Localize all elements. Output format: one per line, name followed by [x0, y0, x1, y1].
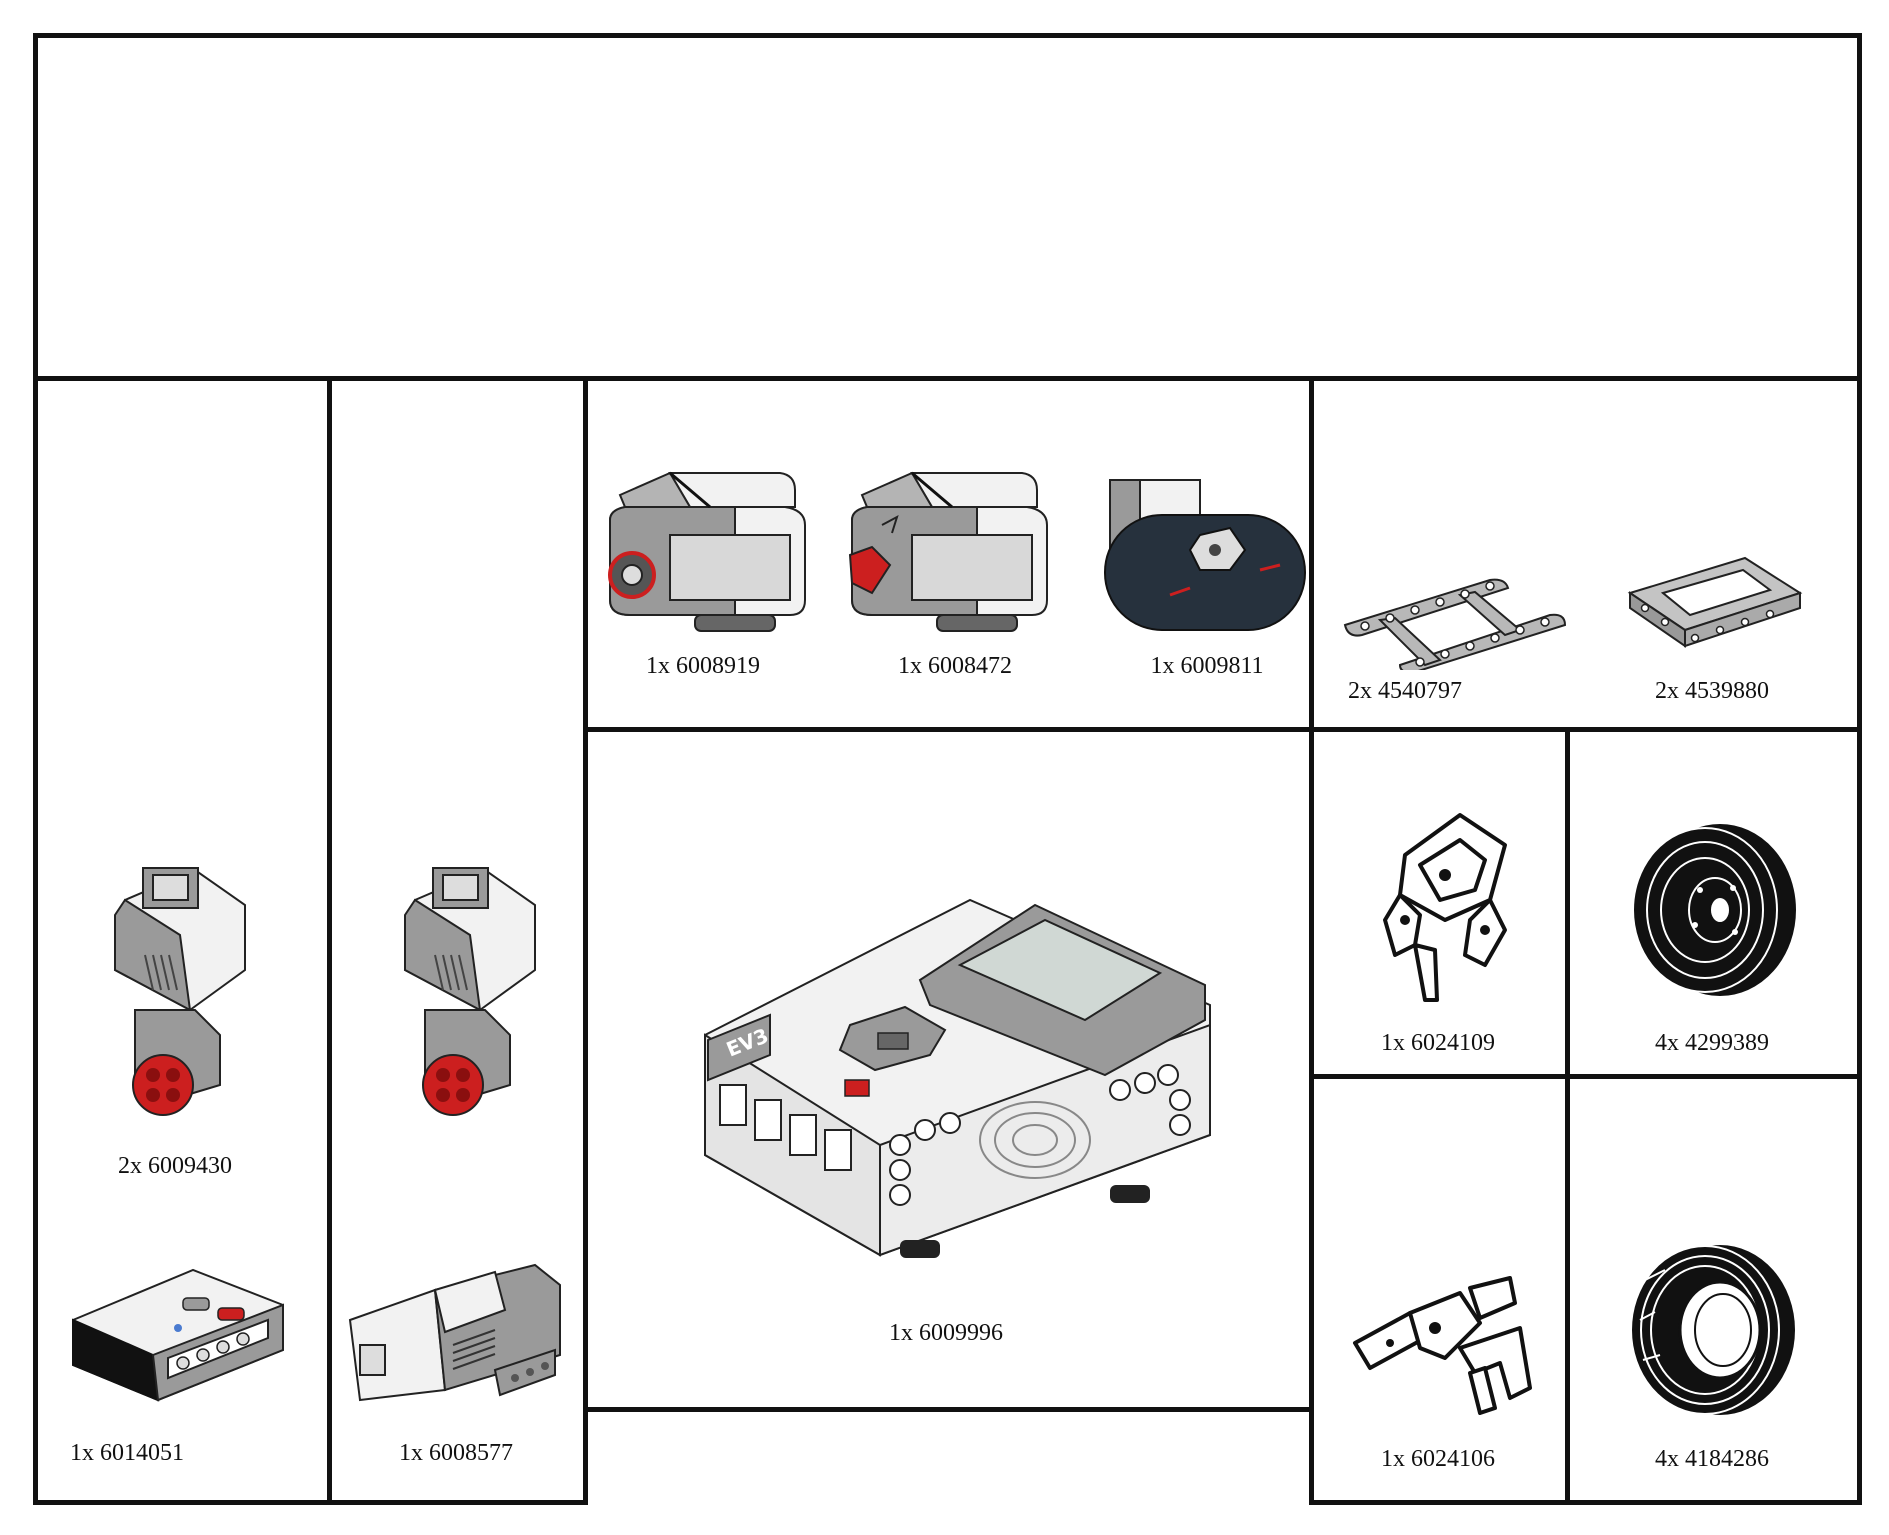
sensor-6009811-illustration	[1100, 470, 1310, 645]
part-label: 1x 6009996	[889, 1320, 1003, 1346]
sensor-6008919-illustration	[600, 465, 810, 640]
part-label: 1x 6009811	[1150, 653, 1264, 679]
tire-4184286-illustration	[1625, 1240, 1800, 1420]
sensor-6008472-illustration	[842, 465, 1052, 640]
frame-4539880-illustration	[1625, 548, 1805, 658]
bionicle-6024109-illustration	[1365, 805, 1525, 1005]
frame-4540797-illustration	[1340, 540, 1570, 670]
medium-motor-6008577-illustration	[345, 1260, 570, 1410]
ev3-brick-6009996-illustration: EV3	[700, 895, 1220, 1265]
large-motor-column2-illustration	[385, 860, 545, 1125]
part-label: 1x 6024109	[1381, 1030, 1495, 1056]
part-label: 1x 6024106	[1381, 1446, 1495, 1472]
rim-4299389-illustration	[1625, 820, 1800, 1000]
ir-beacon-6014051-illustration	[68, 1250, 288, 1410]
part-label: 2x 6009430	[118, 1153, 232, 1179]
frames-box	[1309, 376, 1862, 732]
part-label: 1x 6008472	[898, 653, 1012, 679]
part-label: 1x 6014051	[70, 1440, 184, 1466]
part-label: 1x 6008919	[646, 653, 760, 679]
part-label: 4x 4184286	[1655, 1446, 1769, 1472]
bionicle-box-2	[1309, 1074, 1570, 1505]
header-box	[33, 33, 1862, 381]
large-motor-6009430-illustration	[95, 860, 255, 1125]
part-label: 4x 4299389	[1655, 1030, 1769, 1056]
part-label: 1x 6008577	[399, 1440, 513, 1466]
part-label: 2x 4540797	[1348, 678, 1462, 704]
part-label: 2x 4539880	[1655, 678, 1769, 704]
bionicle-6024106-illustration	[1350, 1268, 1535, 1418]
